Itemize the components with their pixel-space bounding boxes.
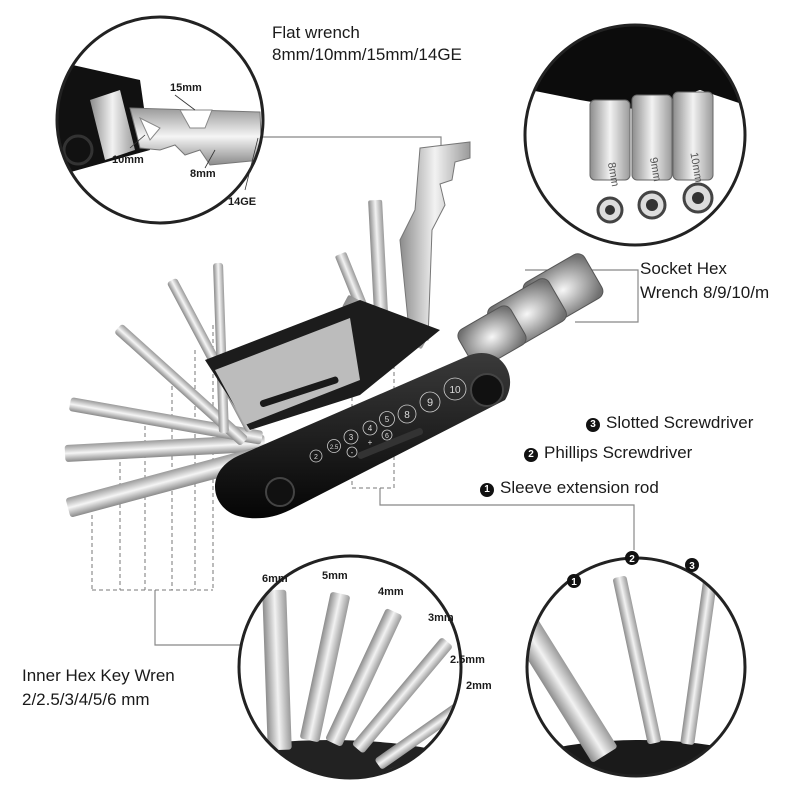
- flat-wrench-sizes: 8mm/10mm/15mm/14GE: [272, 45, 462, 64]
- hex-key-label-line2: 2/2.5/3/4/5/6 mm: [22, 690, 150, 709]
- body-size-marks: [309, 377, 467, 463]
- sockets: [457, 253, 604, 369]
- mark-plus: +: [368, 438, 373, 447]
- wrench-callout-10mm: 10mm: [112, 154, 144, 166]
- mark-10: 10: [449, 385, 461, 396]
- mark-2: 2: [314, 454, 318, 461]
- multitool: 2 2.5 3 4 5 6 8 9 10 + -: [64, 141, 604, 519]
- wrench-callout-14ge: 14GE: [228, 196, 257, 208]
- socket-detail: 8mm 9mm 10mm: [523, 23, 747, 247]
- body-rivet: [470, 373, 504, 407]
- flat-wrench-detail: [55, 15, 265, 225]
- flat-wrench-title: Flat wrench: [272, 23, 360, 42]
- socket-label-line1: Socket Hex: [640, 259, 727, 278]
- tool-inner-steel: [215, 318, 360, 425]
- number-badge-1: 1: [480, 483, 494, 497]
- wrench-callout-15mm: 15mm: [170, 82, 202, 94]
- flat-wrench-blade: [399, 141, 471, 341]
- mark-2-5: 2.5: [330, 445, 339, 451]
- mark-5: 5: [385, 415, 390, 424]
- phillips-screwdriver-label: Phillips Screwdriver: [544, 443, 693, 462]
- screwdriver-label-slotted: 3 Slotted Screwdriver: [586, 412, 753, 434]
- hex-callout-2mm: 2mm: [466, 680, 492, 692]
- mark-4: 4: [368, 424, 373, 433]
- hex-callout-3mm: 3mm: [428, 612, 454, 624]
- screwdriver-detail: 1 2 3: [525, 551, 747, 778]
- detail-num-1: 1: [571, 577, 577, 588]
- screwdriver-label-sleeve: 1 Sleeve extension rod: [480, 477, 659, 499]
- sleeve-extension-label: Sleeve extension rod: [500, 478, 659, 497]
- hex-key-label-line1: Inner Hex Key Wren: [22, 666, 175, 685]
- slotted-screwdriver-label: Slotted Screwdriver: [606, 413, 754, 432]
- detail-num-2: 2: [629, 554, 635, 565]
- hex-callout-5mm: 5mm: [322, 570, 348, 582]
- mark-6: 6: [385, 433, 389, 440]
- hex-callout-2-5mm: 2.5mm: [450, 654, 485, 666]
- socket-mark-9: 9mm: [647, 156, 663, 182]
- wrench-callout-8mm: 8mm: [190, 168, 216, 180]
- mark-minus: -: [351, 448, 354, 457]
- mark-8: 8: [404, 410, 410, 421]
- socket-mark-8: 8mm: [605, 161, 621, 187]
- detail-num-3: 3: [689, 561, 695, 572]
- mark-9: 9: [427, 397, 433, 409]
- number-badge-2: 2: [524, 448, 538, 462]
- hex-callout-4mm: 4mm: [378, 586, 404, 598]
- body-rivet: [265, 477, 295, 507]
- socket-label-line2: Wrench 8/9/10/m: [640, 283, 770, 302]
- screwdriver-label-phillips: 2 Phillips Screwdriver: [524, 442, 692, 464]
- hex-callout-6mm: 6mm: [262, 573, 288, 585]
- socket-mark-10: 10mm: [687, 151, 704, 183]
- hex-key-detail: [237, 554, 463, 780]
- number-badge-3: 3: [586, 418, 600, 432]
- mark-3: 3: [349, 433, 354, 442]
